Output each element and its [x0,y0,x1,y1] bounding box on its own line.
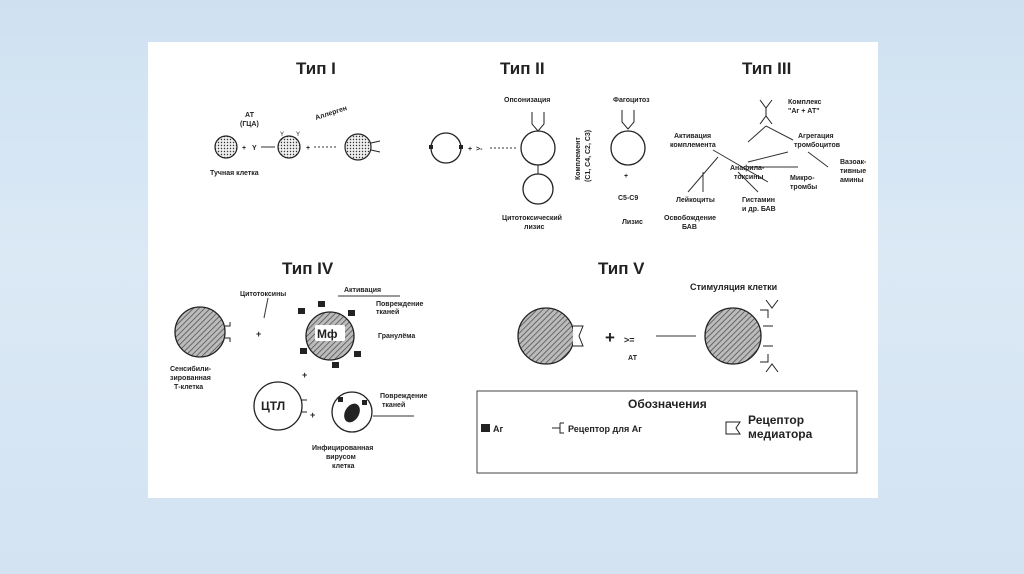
type3-hist-label: Гистамин [742,197,775,204]
type3-arrows [687,125,829,193]
svg-text:+: + [302,370,307,380]
type3-anaph-label: Анафила- [730,165,765,172]
legend-box [476,390,858,474]
receptor-ag-icon [552,422,564,434]
type3-micro-label: Микро- [790,175,815,182]
antibody-icon: >= [624,335,635,345]
type2-cyto-label2: лизис [524,224,545,231]
antibody-y-icon: Y [252,145,257,152]
legend-title: Обозначения [628,397,707,411]
svg-text:+: + [256,329,261,339]
type4-inf-label3: клетка [332,463,355,470]
type1-gca-label: (ГЦА) [240,121,259,128]
type1-mast-label: Тучная клетка [210,170,259,177]
type3-complex-label2: "Аг + АТ" [788,108,820,115]
legend-med-label2: медиатора [748,427,813,441]
type4-damage-label: Повреждение [376,301,424,308]
opsonized-cell-icon [520,112,556,205]
type1-at-label: АТ [245,112,255,119]
svg-text:+: + [306,145,310,152]
type3-aggr-label2: тромбоцитов [794,141,841,149]
type4-granuloma-label: Гранулёма [378,333,415,340]
type3-anaph-label2: токсины [734,174,763,181]
svg-text:+: + [468,146,472,153]
infected-cell-icon [331,391,373,433]
type2-complement-components: (С1, С4, С2, С3) [585,130,592,182]
ctl-cell-icon [253,381,307,431]
type3-vaso-label3: амины [840,177,864,184]
type3-release-label: Освобождение [664,214,716,222]
type4-activation-label: Активация [344,287,381,294]
type4-inf-label2: вирусом [326,454,356,461]
type3-vaso-label: Вазоак- [840,159,867,166]
type3-activ-label: Активация [674,133,711,140]
type4-inf-label: Инфицированная [312,445,373,452]
legend-med-label: Рецептор [748,413,804,427]
type5-stim-label: Стимуляция клетки [690,282,777,292]
type3-micro-label2: тромбы [790,183,817,191]
type2-c5c9-label: С5-С9 [618,195,638,202]
type1-allergen-label: Аллерген [314,105,348,122]
svg-text:+: + [605,328,615,347]
type4-sens-label3: Т-клетка [174,384,203,391]
type2-cyto-label: Цитотоксический [502,214,562,222]
degranulating-mast-cell-icon [344,133,381,161]
type3-vaso-label2: тивные [840,168,866,175]
type5-title: Тип V [598,259,645,278]
antibody-icon: >- [476,146,483,153]
type3-activ-label2: комплемента [670,142,716,149]
type4-cytotox-label: Цитотоксины [240,291,286,298]
type2-lysis-label: Лизис [622,219,643,226]
type4-sens-label: Сенсибили- [170,365,212,373]
type1-title: Тип I [296,59,336,78]
type3-aggr-label: Агрегация [798,133,834,140]
type1-plus: + [242,145,246,152]
sensitized-t-cell-icon [174,306,231,358]
type3-hist-label2: и др. БАВ [742,206,776,213]
type4-sens-label2: зированная [170,375,211,382]
type4-title: Тип IV [282,259,334,278]
ctl-label: ЦТЛ [261,399,285,413]
type3-leuko-label: Лейкоциты [676,196,715,204]
macrophage-cell-icon [298,301,361,368]
type3-release-label2: БАВ [682,224,697,231]
type4-damage-label2: тканей [376,308,399,316]
target-cell-icon [429,132,463,164]
type4-damage-label3: Повреждение [380,393,428,400]
type5-at-label: АТ [628,355,638,362]
type3-title: Тип III [742,59,791,78]
mediator-receptor-icon [725,421,741,435]
type3-complex-label: Комплекс [788,99,822,106]
svg-text:+: + [310,410,315,420]
type2-opson-label: Опсонизация [504,97,550,104]
type4-damage-label4: тканей [382,401,405,409]
receptor-cell-icon [517,307,584,365]
stimulated-cell-icon [704,299,779,373]
legend-ag-label: Аг [493,424,503,434]
type2-title: Тип II [500,59,545,78]
type2-phago-label: Фагоцитоз [613,97,650,104]
phagocyte-cell-icon [610,110,646,166]
svg-text:+: + [624,173,628,180]
svg-text:Y: Y [296,132,300,138]
legend-receptor-label: Рецептор для Аг [568,424,642,434]
mast-cell-icon [214,135,238,159]
svg-text:Y: Y [280,132,284,138]
arrow-icon [263,297,269,319]
type2-complement-label: Комплемент [575,137,582,180]
antigen-icon [481,424,490,432]
immune-complex-icon [759,99,773,125]
macrophage-label: Мф [317,327,338,341]
